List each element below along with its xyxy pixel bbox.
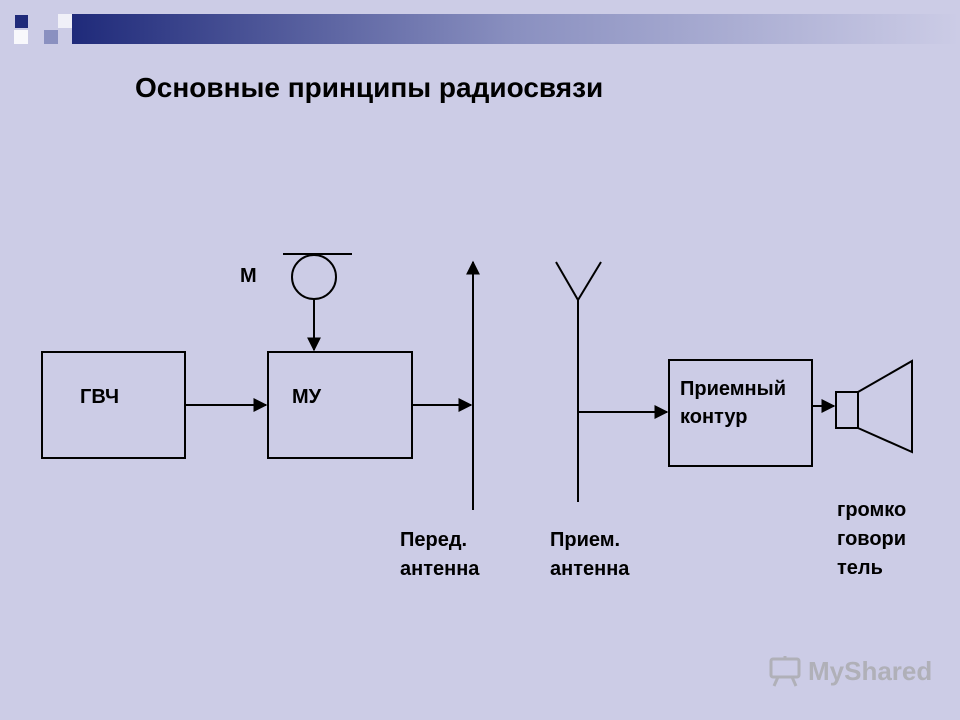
gvch-label: ГВЧ [80,386,119,408]
microphone-label: М [240,265,257,287]
speaker-label-line1: громко [837,499,906,521]
tx-antenna-label-line1: Перед. [400,529,467,551]
rx-antenna-label-line2: антенна [550,558,630,580]
receiver-block [668,359,813,467]
speaker-label-line2: говори [837,528,906,550]
watermark: MyShared [768,655,932,687]
watermark-text: MyShared [808,655,933,686]
mu-block [267,351,413,459]
presentation-board-icon [769,656,801,687]
corner-square-light [58,14,72,28]
corner-square-dark [15,15,28,28]
mu-label: МУ [292,386,322,408]
corner-square-mid [44,30,58,44]
speaker-label-line3: тель [837,557,883,579]
corner-square-light [14,30,28,44]
rx-antenna-label-line1: Прием. [550,529,620,551]
receiver-label-line1: Приемный [680,378,786,400]
rx-antenna-branch-left [555,261,579,301]
rx-antenna-branch-right [577,261,602,301]
receiver-label-line2: контур [680,406,747,428]
header-gradient-bar [72,14,960,44]
speaker-icon [835,359,913,454]
page-title: Основные принципы радиосвязи [135,72,604,103]
tx-antenna-label-line2: антенна [400,558,480,580]
corner-decoration [14,14,960,44]
microphone-icon [291,254,337,300]
